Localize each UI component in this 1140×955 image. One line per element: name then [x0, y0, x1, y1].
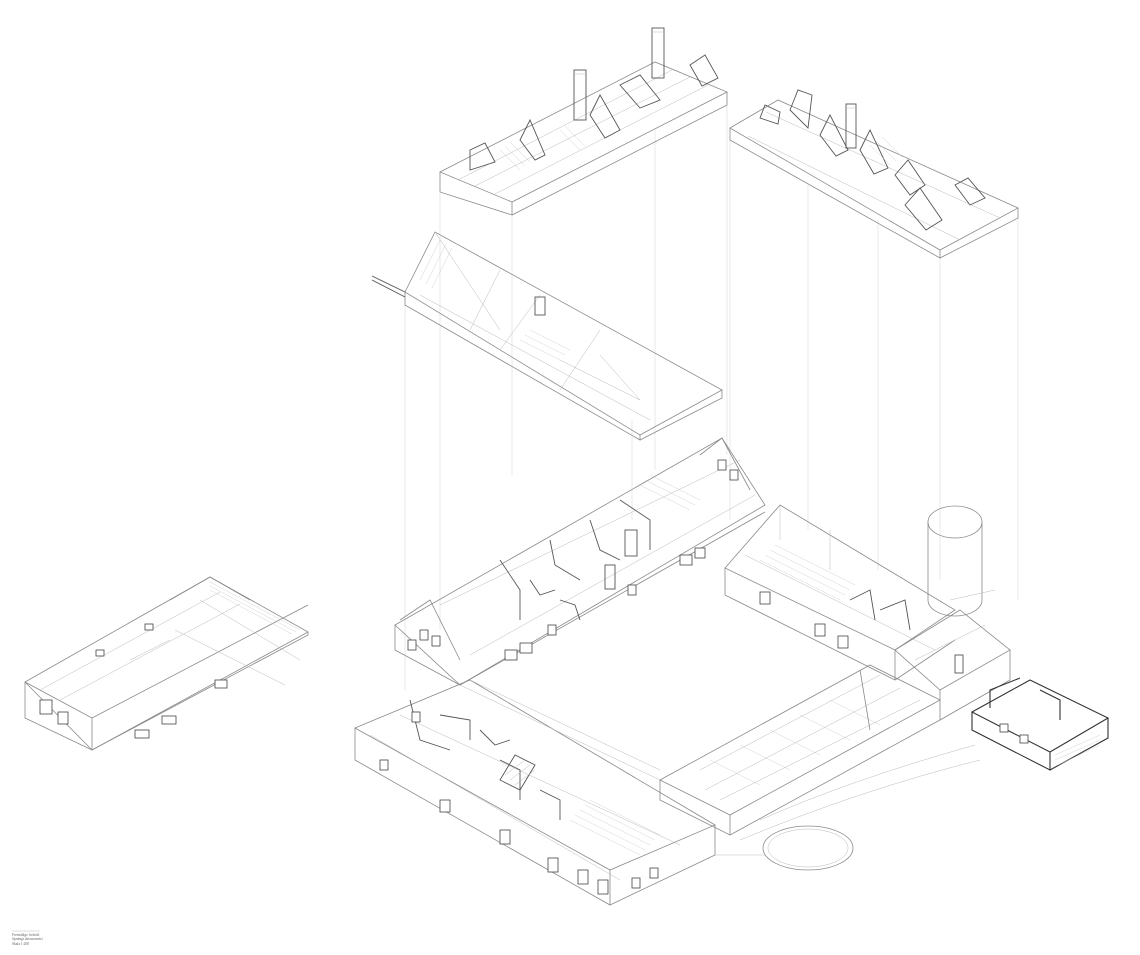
- attic-piece-right: [729, 89, 1019, 259]
- main-wing-southwest: [354, 679, 716, 906]
- silo-tower: [927, 505, 996, 617]
- barn-left: [24, 576, 309, 751]
- site-ground: [459, 679, 981, 871]
- main-wing-hall: [659, 664, 941, 836]
- main-wing-east: [724, 504, 956, 681]
- attic-piece-left: [439, 27, 728, 216]
- caption-title: Fremtidige forhold: [12, 933, 40, 937]
- caption-subtitle: Sprængt aksonometri: [12, 937, 43, 942]
- caption-scale: Skala 1:200: [12, 941, 30, 946]
- main-wing-north: [394, 437, 766, 686]
- annex-small: [970, 677, 1110, 771]
- projection-lines: [404, 92, 1019, 690]
- roof-middle-piece: [371, 231, 723, 441]
- drawing-caption: Fremtidige forhold Sprængt aksonometri S…: [12, 933, 43, 946]
- link-east: [894, 609, 1011, 721]
